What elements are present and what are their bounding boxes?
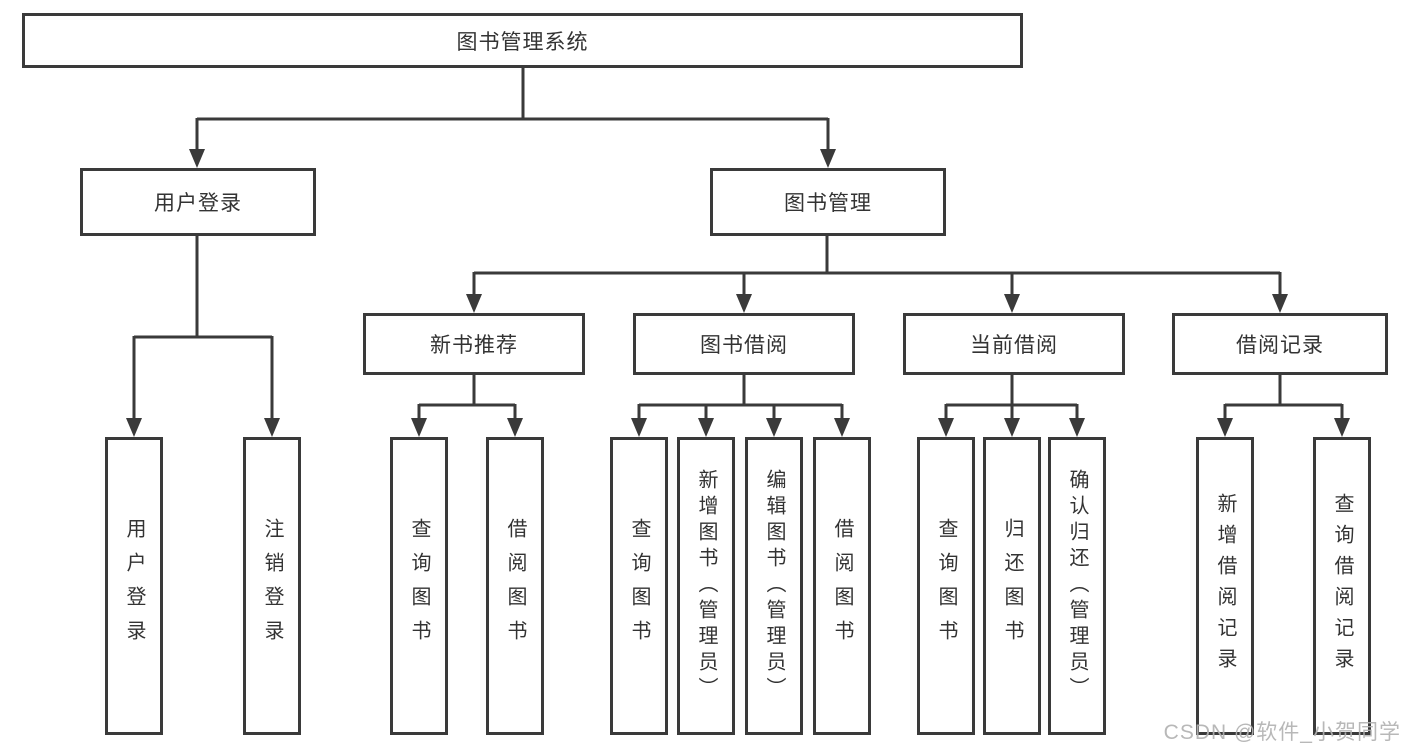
leaf-bor-borrow-book: 借阅图书 (813, 437, 871, 735)
node-borrow-record: 借阅记录 (1172, 313, 1388, 375)
node-book-borrow-label: 图书借阅 (700, 334, 788, 357)
arrowhead-user-login (189, 149, 205, 168)
arrowhead-cb1 (938, 418, 954, 437)
leaf-logout: 注销登录 (243, 437, 301, 735)
leaf-query-borrow-record: 查询借阅记录 (1313, 437, 1371, 735)
leaf-bor-add-book-label: 新增图书（管理员） (695, 469, 717, 703)
arrowhead-nb2 (507, 418, 523, 437)
node-current-borrow: 当前借阅 (903, 313, 1125, 375)
leaf-bor-edit-book: 编辑图书（管理员） (745, 437, 803, 735)
leaf-cur-confirm-return-label: 确认归还（管理员） (1066, 469, 1088, 703)
node-user-login-label: 用户登录 (154, 192, 242, 215)
leaf-bor-add-book: 新增图书（管理员） (677, 437, 735, 735)
arrowhead-br2 (1334, 418, 1350, 437)
arrowhead-book-borrow (736, 294, 752, 313)
leaf-rec-query-book-label: 查询图书 (408, 518, 430, 654)
arrowhead-current-borrow (1004, 294, 1020, 313)
arrowhead-nb1 (411, 418, 427, 437)
arrowhead-bb1 (631, 418, 647, 437)
node-book-mgmt: 图书管理 (710, 168, 946, 236)
arrowhead-br1 (1217, 418, 1233, 437)
arrowhead-book-mgmt (820, 149, 836, 168)
leaf-cur-query-book: 查询图书 (917, 437, 975, 735)
leaf-user-login-label: 用户登录 (123, 518, 145, 654)
leaf-add-borrow-record: 新增借阅记录 (1196, 437, 1254, 735)
arrowhead-bb3 (766, 418, 782, 437)
arrowhead-leaf-logout (264, 418, 280, 437)
leaf-rec-borrow-book: 借阅图书 (486, 437, 544, 735)
leaf-bor-borrow-book-label: 借阅图书 (831, 518, 853, 654)
node-new-book-rec-label: 新书推荐 (430, 334, 518, 357)
leaf-add-borrow-record-label: 新增借阅记录 (1214, 493, 1236, 679)
node-borrow-record-label: 借阅记录 (1236, 334, 1324, 357)
node-new-book-rec: 新书推荐 (363, 313, 585, 375)
leaf-rec-borrow-book-label: 借阅图书 (504, 518, 526, 654)
arrowhead-borrow-record (1272, 294, 1288, 313)
arrowhead-leaf-login (126, 418, 142, 437)
node-root-label: 图书管理系统 (456, 30, 589, 54)
node-book-borrow: 图书借阅 (633, 313, 855, 375)
node-root: 图书管理系统 (22, 13, 1023, 68)
leaf-logout-label: 注销登录 (261, 518, 283, 654)
arrowhead-bb2 (698, 418, 714, 437)
leaf-bor-query-book: 查询图书 (610, 437, 668, 735)
leaf-query-borrow-record-label: 查询借阅记录 (1331, 493, 1353, 679)
leaf-cur-return-book-label: 归还图书 (1001, 518, 1023, 654)
arrowhead-cb3 (1069, 418, 1085, 437)
node-book-mgmt-label: 图书管理 (784, 192, 872, 215)
leaf-bor-edit-book-label: 编辑图书（管理员） (763, 469, 785, 703)
arrowhead-new-book (466, 294, 482, 313)
arrowhead-bb4 (834, 418, 850, 437)
csdn-watermark: CSDN @软件_小贺同学 (1163, 721, 1401, 744)
leaf-cur-return-book: 归还图书 (983, 437, 1041, 735)
leaf-user-login: 用户登录 (105, 437, 163, 735)
node-current-borrow-label: 当前借阅 (970, 334, 1058, 357)
leaf-rec-query-book: 查询图书 (390, 437, 448, 735)
leaf-cur-query-book-label: 查询图书 (935, 518, 957, 654)
arrowhead-cb2 (1004, 418, 1020, 437)
node-user-login: 用户登录 (80, 168, 316, 236)
leaf-bor-query-book-label: 查询图书 (628, 518, 650, 654)
leaf-cur-confirm-return: 确认归还（管理员） (1048, 437, 1106, 735)
